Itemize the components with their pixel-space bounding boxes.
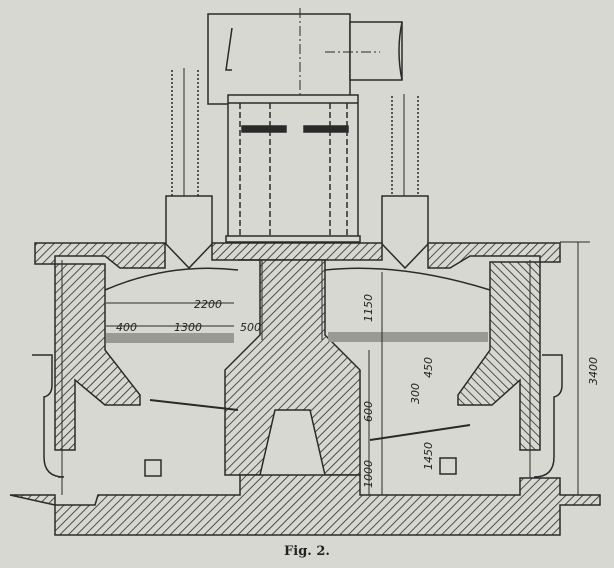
left-wall bbox=[54, 263, 141, 451]
dim-600: 600 bbox=[362, 401, 375, 422]
dimension-lines bbox=[106, 241, 590, 495]
foundation bbox=[9, 474, 601, 536]
dimension-labels: 2200 400 1300 500 1150 450 300 600 1450 … bbox=[116, 294, 600, 488]
dim-2200: 2200 bbox=[194, 298, 222, 311]
right-hopper bbox=[381, 94, 429, 270]
dim-450: 450 bbox=[422, 357, 435, 378]
roof-slab bbox=[34, 242, 166, 269]
dim-500: 500 bbox=[240, 321, 261, 334]
dim-300: 300 bbox=[409, 383, 422, 404]
right-wall bbox=[457, 261, 541, 451]
left-hopper bbox=[165, 68, 213, 270]
dim-1300: 1300 bbox=[174, 321, 202, 334]
dim-1000: 1000 bbox=[362, 460, 375, 488]
dim-1150: 1150 bbox=[362, 294, 375, 322]
center-pillar bbox=[224, 259, 361, 476]
figure-caption: Fig. 2. bbox=[284, 544, 330, 559]
dim-3400: 3400 bbox=[587, 357, 600, 385]
charge-layer-right bbox=[328, 332, 488, 342]
dim-1450: 1450 bbox=[422, 442, 435, 470]
dim-400: 400 bbox=[116, 321, 137, 334]
charge-layer-left bbox=[106, 333, 234, 343]
drive-column bbox=[225, 94, 361, 243]
